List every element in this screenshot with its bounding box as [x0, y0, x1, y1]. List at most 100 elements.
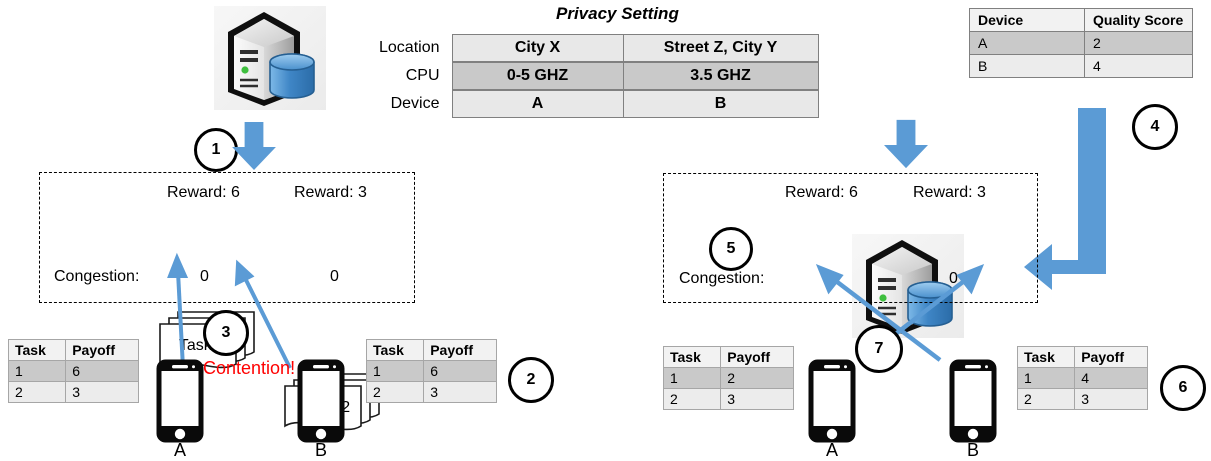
right-task2-reward: Reward: 3	[913, 184, 986, 201]
col-task: Task	[1016, 346, 1076, 368]
col-payoff: Payoff	[65, 339, 139, 361]
device-a-left[interactable]	[155, 358, 205, 444]
cell-payoff: 2	[720, 367, 794, 389]
cell-task: 1	[365, 360, 425, 382]
step-marker-2: 2	[508, 357, 554, 403]
smartphone-icon	[156, 359, 204, 443]
device-a-left-label: A	[174, 440, 187, 460]
cell-payoff: 3	[423, 381, 497, 403]
device-a-right-label: A	[826, 440, 839, 460]
col-task: Task	[365, 339, 425, 361]
table-header-row: Task Payoff	[662, 346, 794, 368]
privacy-row-cpu: CPU 0-5 GHZ 3.5 GHZ	[378, 62, 819, 90]
cell-task: 2	[1016, 388, 1076, 410]
privacy-row-device: Device A B	[378, 90, 819, 118]
down-arrow-right	[884, 118, 928, 170]
privacy-setting-title: Privacy Setting	[556, 4, 679, 23]
elbow-arrow-icon	[1024, 108, 1106, 290]
device-b-right-label: B	[967, 440, 980, 460]
table-row: 1 2	[662, 367, 794, 389]
left-task2-congestion: 0	[330, 268, 339, 285]
step-marker-1-label: 1	[211, 141, 221, 158]
left-congestion-label: Congestion:	[54, 268, 140, 285]
cell-score: 2	[1084, 31, 1193, 55]
privacy-cell-a: 0-5 GHZ	[451, 62, 624, 90]
right-congestion-label: Congestion:	[679, 270, 765, 287]
table-row: 2 3	[365, 381, 497, 403]
privacy-cell-b: B	[622, 90, 819, 118]
privacy-setting-block: Location City X Street Z, City Y CPU 0-5…	[378, 34, 819, 118]
device-b-left[interactable]	[296, 358, 346, 444]
step-marker-3-label: 3	[221, 324, 231, 341]
cell-score: 4	[1084, 54, 1193, 78]
cell-payoff: 6	[65, 360, 139, 382]
col-device: Device	[969, 8, 1085, 32]
down-arrow-left	[232, 122, 276, 170]
cell-payoff: 3	[1074, 388, 1148, 410]
right-task-pool	[663, 173, 1038, 303]
step-marker-4-label: 4	[1150, 118, 1160, 135]
col-task: Task	[7, 339, 67, 361]
table-row: 2 3	[1016, 388, 1148, 410]
left-contention-arrows	[167, 252, 292, 369]
col-payoff: Payoff	[1074, 346, 1148, 368]
cell-payoff: 6	[423, 360, 497, 382]
payoff-table-b-right: Task Payoff 1 4 2 3	[1016, 346, 1148, 410]
cell-payoff: 4	[1074, 367, 1148, 389]
cell-device: A	[969, 31, 1085, 55]
down-arrow-icon	[884, 119, 928, 169]
smartphone-icon	[297, 359, 345, 443]
privacy-row-label: CPU	[405, 67, 440, 84]
smartphone-icon	[949, 359, 997, 443]
device-a-right[interactable]	[807, 358, 857, 444]
privacy-row-label: Device	[390, 95, 440, 112]
right-task2-congestion: 0	[949, 270, 958, 287]
step-marker-5: 5	[709, 227, 753, 271]
cell-task: 1	[7, 360, 67, 382]
step-marker-7-label: 7	[874, 340, 884, 357]
contention-alert: Contention!	[203, 358, 296, 378]
col-payoff: Payoff	[720, 346, 794, 368]
cell-task: 1	[662, 367, 722, 389]
privacy-row-location: Location City X Street Z, City Y	[378, 34, 819, 62]
left-task2-reward: Reward: 3	[294, 184, 367, 201]
left-task1-congestion: 0	[200, 268, 209, 285]
server-left	[212, 4, 328, 112]
step-marker-6: 6	[1160, 365, 1206, 411]
step-marker-1: 1	[194, 128, 238, 172]
smartphone-icon	[808, 359, 856, 443]
privacy-cell-b: 3.5 GHZ	[622, 62, 819, 90]
cell-payoff: 3	[65, 381, 139, 403]
device-b-left-label: B	[315, 440, 328, 460]
privacy-cell-a: A	[451, 90, 624, 118]
table-row: 2 3	[662, 388, 794, 410]
step-marker-3: 3	[203, 310, 249, 356]
table-row: 2 3	[7, 381, 139, 403]
cell-task: 1	[1016, 367, 1076, 389]
privacy-cell-a: City X	[451, 34, 624, 62]
cell-task: 2	[7, 381, 67, 403]
privacy-row-label: Location	[379, 39, 440, 56]
col-payoff: Payoff	[423, 339, 497, 361]
table-row: B 4	[969, 54, 1193, 78]
device-b-right[interactable]	[948, 358, 998, 444]
step-marker-5-label: 5	[726, 240, 736, 257]
table-row: 1 6	[7, 360, 139, 382]
cell-task: 2	[662, 388, 722, 410]
table-header-row: Task Payoff	[7, 339, 139, 361]
table-row: 1 6	[365, 360, 497, 382]
left-task1-reward: Reward: 6	[167, 184, 240, 201]
table-header-row: Task Payoff	[365, 339, 497, 361]
cell-payoff: 3	[720, 388, 794, 410]
cell-task: 2	[365, 381, 425, 403]
step-marker-6-label: 6	[1178, 379, 1188, 396]
col-task: Task	[662, 346, 722, 368]
table-row: 1 4	[1016, 367, 1148, 389]
col-quality-score: Quality Score	[1084, 8, 1193, 32]
feedback-elbow-arrow	[1024, 108, 1106, 290]
right-task1-reward: Reward: 6	[785, 184, 858, 201]
down-arrow-icon	[232, 122, 276, 170]
step-marker-4: 4	[1132, 104, 1178, 150]
quality-score-table: Device Quality Score A 2 B 4	[969, 8, 1193, 78]
